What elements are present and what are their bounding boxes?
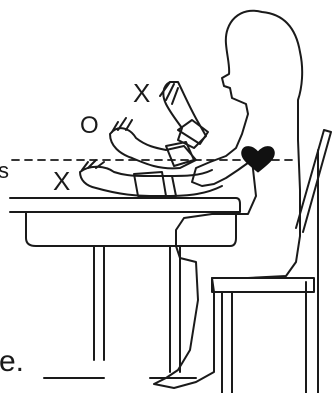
table-leg-right: [170, 246, 180, 372]
text-fragment-bottom: e.: [0, 347, 24, 377]
person-outline: [154, 11, 302, 388]
table-leg-left: [94, 246, 104, 360]
text-fragment-left: s: [0, 160, 9, 182]
mark-x-upper: X: [133, 80, 150, 106]
chair: [212, 130, 331, 393]
table: [10, 198, 240, 378]
mark-x-lower: X: [53, 168, 70, 194]
chair-back: [296, 130, 331, 232]
chair-seat: [212, 278, 314, 292]
mark-o-correct: O: [80, 114, 99, 138]
hand-position-high: [160, 82, 208, 148]
raised-fingers: [160, 82, 178, 104]
table-top: [10, 198, 240, 212]
chair-leg-front: [222, 292, 232, 393]
heart-icon: [242, 147, 275, 172]
table-apron: [26, 212, 236, 246]
